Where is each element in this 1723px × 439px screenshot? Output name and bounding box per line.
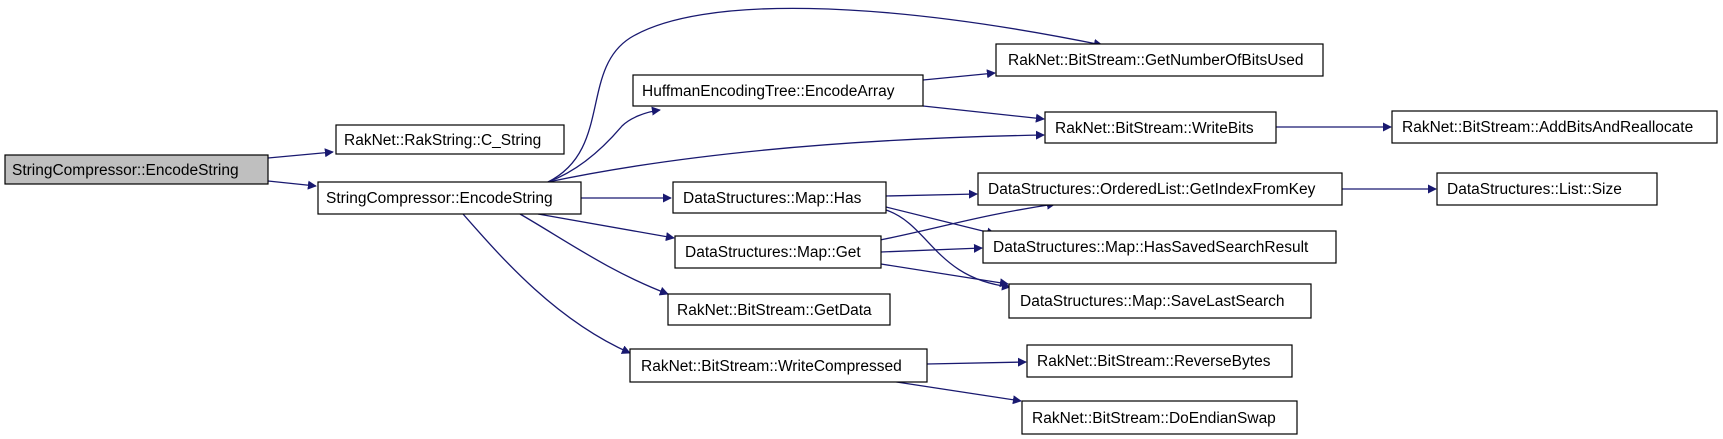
node-ol-get-index-from-key-box [977, 172, 1343, 206]
node-bs-reverse-bytes-label: RakNet::BitStream::ReverseBytes [1037, 353, 1271, 370]
edge-map-has-to-has-saved-search-result [885, 206, 996, 237]
node-map-has-saved-search-result[interactable]: DataStructures::Map::HasSavedSearchResul… [982, 230, 1337, 264]
node-bs-get-data-label: RakNet::BitStream::GetData [677, 302, 872, 319]
node-map-has[interactable]: DataStructures::Map::Has [672, 181, 887, 214]
node-map-has-label: DataStructures::Map::Has [683, 190, 862, 207]
edge-encode-string-to-get-data [519, 213, 669, 296]
edge-encode-string-to-huffman-encode-array [547, 106, 661, 183]
node-bs-get-data-box [667, 293, 891, 326]
node-encode-string-box [317, 181, 582, 215]
edge-map-get-to-save-last-search [880, 263, 1009, 288]
node-ol-get-index-from-key[interactable]: DataStructures::OrderedList::GetIndexFro… [977, 172, 1343, 206]
node-bs-get-number-of-bits-used-box [995, 43, 1324, 77]
node-map-get-box [674, 235, 882, 269]
edge-map-has-to-save-last-search [885, 209, 1011, 291]
node-bs-write-compressed-box [629, 348, 928, 383]
node-root-label: StringCompressor::EncodeString [12, 162, 239, 179]
node-bs-do-endian-swap-label: RakNet::BitStream::DoEndianSwap [1032, 410, 1276, 427]
edge-map-get-to-get-index-from-key [879, 200, 1056, 241]
node-huffman-encode-array-box [632, 74, 924, 107]
node-list-size-label: DataStructures::List::Size [1447, 181, 1622, 198]
node-bs-write-compressed-label: RakNet::BitStream::WriteCompressed [641, 358, 902, 375]
node-map-get-label: DataStructures::Map::Get [685, 244, 861, 261]
edge-encode-string-to-map-get [537, 213, 675, 242]
node-c-string-box [335, 124, 565, 155]
node-c-string-label: RakNet::RakString::C_String [344, 132, 541, 149]
node-map-get[interactable]: DataStructures::Map::Get [674, 235, 882, 269]
node-map-save-last-search-label: DataStructures::Map::SaveLastSearch [1020, 293, 1285, 310]
edge-map-get-to-has-saved-search-result [880, 243, 983, 253]
node-bs-write-bits-label: RakNet::BitStream::WriteBits [1055, 120, 1254, 137]
edge-write-compressed-to-reverse-bytes [926, 357, 1027, 367]
edge-root-to-c-string [267, 148, 334, 159]
node-list-size[interactable]: DataStructures::List::Size [1436, 172, 1658, 206]
node-map-save-last-search[interactable]: DataStructures::Map::SaveLastSearch [1008, 283, 1312, 319]
node-map-has-saved-search-result-label: DataStructures::Map::HasSavedSearchResul… [993, 239, 1309, 256]
node-bs-add-bits-and-reallocate-box [1391, 110, 1718, 144]
node-bs-write-compressed[interactable]: RakNet::BitStream::WriteCompressed [629, 348, 928, 383]
node-bs-get-data[interactable]: RakNet::BitStream::GetData [667, 293, 891, 326]
node-ol-get-index-from-key-label: DataStructures::OrderedList::GetIndexFro… [988, 181, 1316, 198]
edge-write-compressed-to-do-endian-swap [889, 380, 1022, 405]
edge-root-to-encode-string [267, 180, 317, 190]
node-map-has-saved-search-result-box [982, 230, 1337, 264]
node-bs-write-bits[interactable]: RakNet::BitStream::WriteBits [1044, 111, 1277, 144]
node-root[interactable]: StringCompressor::EncodeString [4, 154, 269, 185]
node-bs-add-bits-and-reallocate[interactable]: RakNet::BitStream::AddBitsAndReallocate [1391, 110, 1718, 144]
edge-map-has-to-get-index-from-key [885, 189, 978, 199]
edge-encode-string-to-get-number-of-bits-used [547, 7, 1103, 183]
edge-encode-string-to-write-compressed [462, 213, 631, 354]
edge-huffman-encode-array-to-get-number-of-bits-used [922, 69, 996, 81]
node-bs-get-number-of-bits-used-label: RakNet::BitStream::GetNumberOfBitsUsed [1008, 52, 1303, 69]
node-list-size-box [1436, 172, 1658, 206]
node-encode-string[interactable]: StringCompressor::EncodeString [317, 181, 582, 215]
node-encode-string-label: StringCompressor::EncodeString [326, 190, 553, 207]
node-bs-reverse-bytes[interactable]: RakNet::BitStream::ReverseBytes [1026, 344, 1293, 378]
edge-encode-string-to-write-bits [547, 130, 1045, 183]
node-c-string[interactable]: RakNet::RakString::C_String [335, 124, 565, 155]
node-bs-reverse-bytes-box [1026, 344, 1293, 378]
edge-huffman-encode-array-to-write-bits [922, 105, 1045, 123]
node-bs-get-number-of-bits-used[interactable]: RakNet::BitStream::GetNumberOfBitsUsed [995, 43, 1324, 77]
node-bs-do-endian-swap-box [1021, 400, 1298, 435]
node-map-save-last-search-box [1008, 283, 1312, 319]
node-map-has-box [672, 181, 887, 214]
edges [267, 7, 1437, 405]
node-bs-add-bits-and-reallocate-label: RakNet::BitStream::AddBitsAndReallocate [1402, 119, 1693, 136]
node-root-box [4, 154, 269, 185]
node-huffman-encode-array-label: HuffmanEncodingTree::EncodeArray [642, 83, 895, 100]
node-huffman-encode-array[interactable]: HuffmanEncodingTree::EncodeArray [632, 74, 924, 107]
node-bs-write-bits-box [1044, 111, 1277, 144]
node-bs-do-endian-swap[interactable]: RakNet::BitStream::DoEndianSwap [1021, 400, 1298, 435]
